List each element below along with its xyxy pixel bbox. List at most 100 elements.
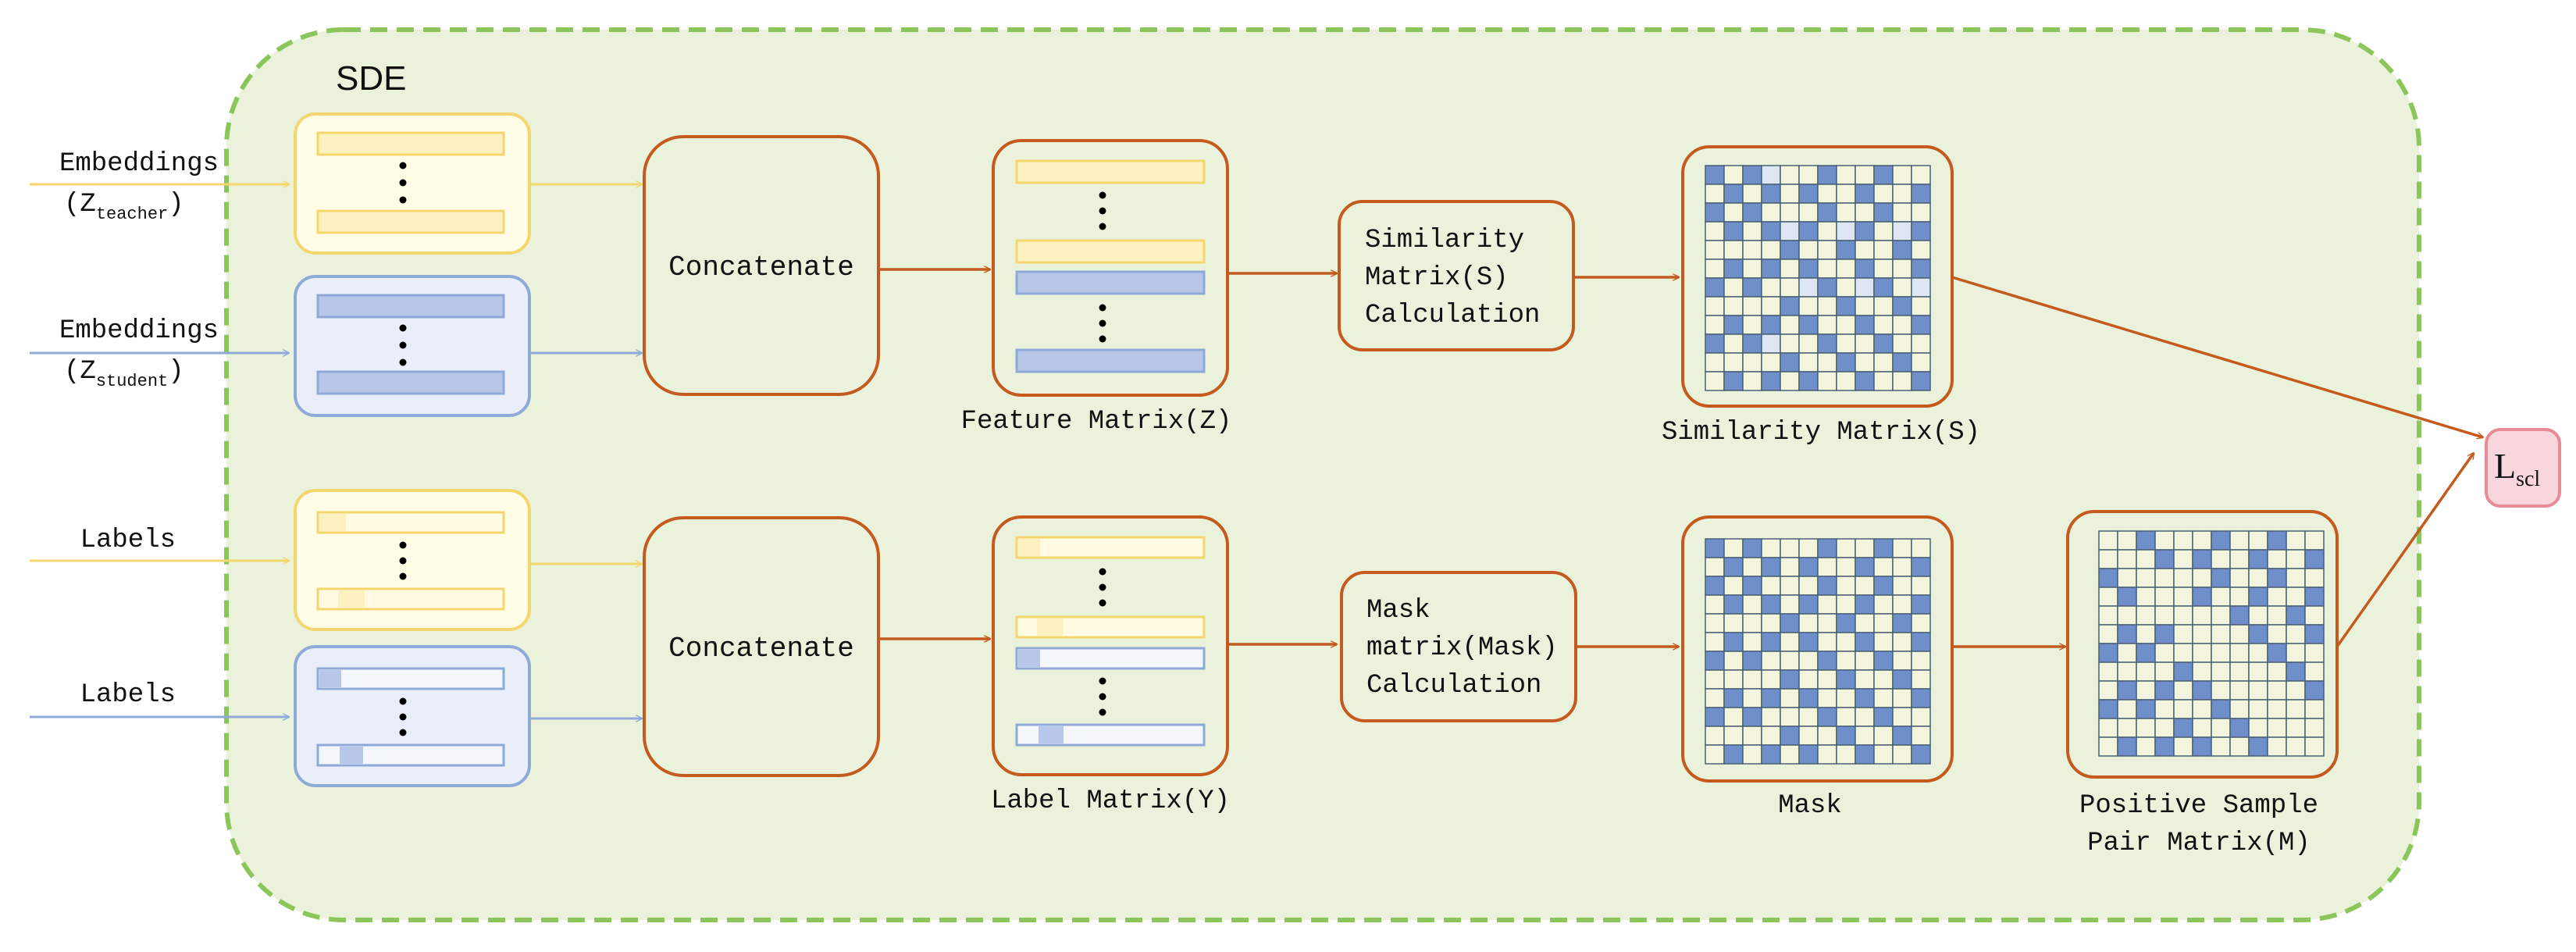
- matrix-cell: [1705, 221, 1725, 241]
- matrix-cell: [1873, 315, 1894, 335]
- matrix-cell: [1911, 184, 1931, 204]
- matrix-cell: [2154, 680, 2175, 701]
- matrix-cell: [1817, 538, 1837, 558]
- matrix-cell: [2117, 680, 2137, 701]
- matrix-cell: [2173, 699, 2193, 719]
- matrix-cell: [2192, 718, 2212, 738]
- matrix-cell: [2304, 624, 2325, 644]
- matrix-cell: [2098, 568, 2118, 588]
- matrix-cell: [2304, 718, 2325, 738]
- matrix-cell: [1873, 371, 1894, 391]
- matrix-cell: [2117, 605, 2137, 626]
- matrix-cell: [1911, 669, 1931, 690]
- matrix-cell: [2192, 587, 2212, 607]
- matrix-cell: [1892, 333, 1912, 354]
- matrix-cell: [1911, 594, 1931, 615]
- matrix-cell: [1836, 688, 1856, 708]
- matrix-cell: [1798, 165, 1819, 185]
- matrix-cell: [1798, 221, 1819, 241]
- matrix-cell: [1817, 371, 1837, 391]
- matrix-cell: [1723, 184, 1744, 204]
- matrix-cell: [2286, 530, 2306, 551]
- matrix-cell: [1873, 352, 1894, 373]
- matrix-cell: [1780, 594, 1800, 615]
- matrix-cell: [1911, 259, 1931, 279]
- matrix-cell: [1873, 221, 1894, 241]
- matrix-cell: [2136, 680, 2156, 701]
- matrix-cell: [1780, 557, 1800, 577]
- matrix-cell: [1855, 296, 1875, 316]
- matrix-cell: [1723, 538, 1744, 558]
- matrix-cell: [2211, 605, 2231, 626]
- matrix-cell: [1705, 315, 1725, 335]
- matrix-cell: [1742, 613, 1762, 633]
- matrix-cell: [1761, 669, 1781, 690]
- matrix-cell: [1855, 632, 1875, 652]
- matrix-cell: [1817, 557, 1837, 577]
- matrix-cell: [2117, 643, 2137, 663]
- concatenate-block-top: Concatenate: [643, 135, 880, 396]
- matrix-cell: [2098, 718, 2118, 738]
- matrix-cell: [1836, 669, 1856, 690]
- matrix-cell: [2154, 643, 2175, 663]
- matrix-cell: [1892, 632, 1912, 652]
- matrix-cell: [2117, 549, 2137, 569]
- matrix-cell: [1836, 371, 1856, 391]
- matrix-cell: [1705, 184, 1725, 204]
- matrix-cell: [1742, 165, 1762, 185]
- matrix-cell: [1705, 651, 1725, 671]
- matrix-cell: [2154, 568, 2175, 588]
- matrix-cell: [2173, 643, 2193, 663]
- matrix-cell: [1836, 277, 1856, 298]
- student-embeddings-text: Embeddings: [59, 316, 219, 346]
- matrix-cell: [1761, 259, 1781, 279]
- svg-text:Calculation: Calculation: [1365, 301, 1540, 330]
- matrix-cell: [1761, 651, 1781, 671]
- matrix-cell: [2248, 718, 2268, 738]
- matrix-cell: [1798, 594, 1819, 615]
- matrix-cell: [1855, 259, 1875, 279]
- matrix-cell: [2154, 661, 2175, 682]
- matrix-cell: [1798, 613, 1819, 633]
- matrix-cell: [1873, 538, 1894, 558]
- matrix-cell: [1780, 669, 1800, 690]
- matrix-cell: [2304, 605, 2325, 626]
- matrix-cell: [1817, 669, 1837, 690]
- matrix-cell: [2248, 736, 2268, 757]
- matrix-cell: [2117, 661, 2137, 682]
- matrix-cell: [1817, 240, 1837, 260]
- matrix-cell: [1855, 576, 1875, 596]
- matrix-cell: [2098, 680, 2118, 701]
- matrix-cell: [1742, 333, 1762, 354]
- matrix-cell: [1873, 576, 1894, 596]
- matrix-cell: [1761, 557, 1781, 577]
- matrix-cell: [1911, 726, 1931, 746]
- matrix-cell: [1742, 371, 1762, 391]
- matrix-cell: [1855, 594, 1875, 615]
- matrix-cell: [1723, 259, 1744, 279]
- matrix-cell: [1836, 744, 1856, 765]
- matrix-cell: [1911, 165, 1931, 185]
- matrix-cell: [1780, 221, 1800, 241]
- matrix-cell: [1892, 744, 1912, 765]
- matrix-cell: [1761, 744, 1781, 765]
- matrix-cell: [1817, 707, 1837, 727]
- positive-to-loss-arrow: [2336, 453, 2475, 648]
- matrix-cell: [1780, 352, 1800, 373]
- matrix-cell: [1892, 240, 1912, 260]
- matrix-cell: [2117, 718, 2137, 738]
- matrix-cell: [1873, 688, 1894, 708]
- matrix-cell: [1761, 333, 1781, 354]
- matrix-cell: [1761, 576, 1781, 596]
- matrix-cell: [1761, 296, 1781, 316]
- teacher-label-vectors: [294, 489, 531, 631]
- matrix-cell: [1836, 333, 1856, 354]
- matrix-cell: [1836, 651, 1856, 671]
- positive-pair-matrix-grid: [2098, 530, 2325, 757]
- matrix-cell: [2173, 718, 2193, 738]
- matrix-cell: [1892, 726, 1912, 746]
- matrix-cell: [1798, 240, 1819, 260]
- matrix-cell: [2267, 530, 2287, 551]
- matrix-cell: [1761, 707, 1781, 727]
